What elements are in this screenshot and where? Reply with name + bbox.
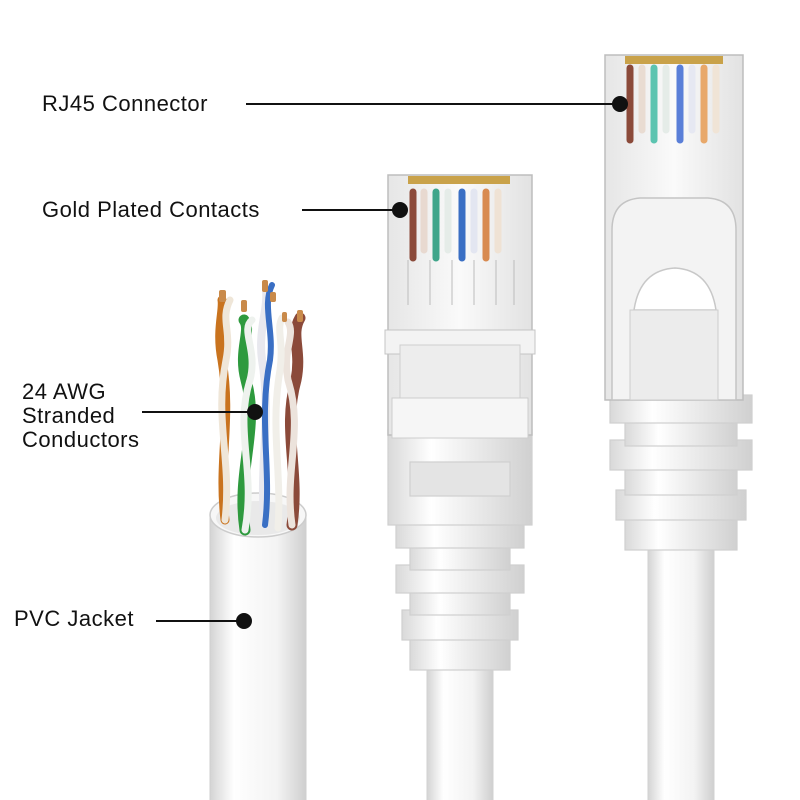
plug-front-blades [407,260,515,305]
stripped-cable [209,280,307,800]
rj45-plug-back [604,54,753,800]
label-awg-line-1: 24 AWG [22,379,107,404]
rj45-plug-front [384,174,536,800]
latch-clip [611,197,737,401]
label-rj45-connector: RJ45 Connector [42,91,208,116]
strain-relief-boot [387,429,533,671]
plug-back-wires [626,64,720,144]
twisted-pairs [215,282,306,536]
label-awg-line-3: Conductors [22,427,140,452]
label-24-awg-conductors: 24 AWG Stranded Conductors [22,380,140,452]
strain-relief-boot-back [609,394,753,551]
copper-strands [219,280,303,322]
gold-contacts-front [408,176,510,184]
leader-lines [142,96,628,629]
label-pvc-jacket: PVC Jacket [14,606,134,631]
plug-front-wires [409,188,502,262]
label-gold-plated-contacts: Gold Plated Contacts [42,197,260,222]
label-awg-line-2: Stranded [22,403,116,428]
